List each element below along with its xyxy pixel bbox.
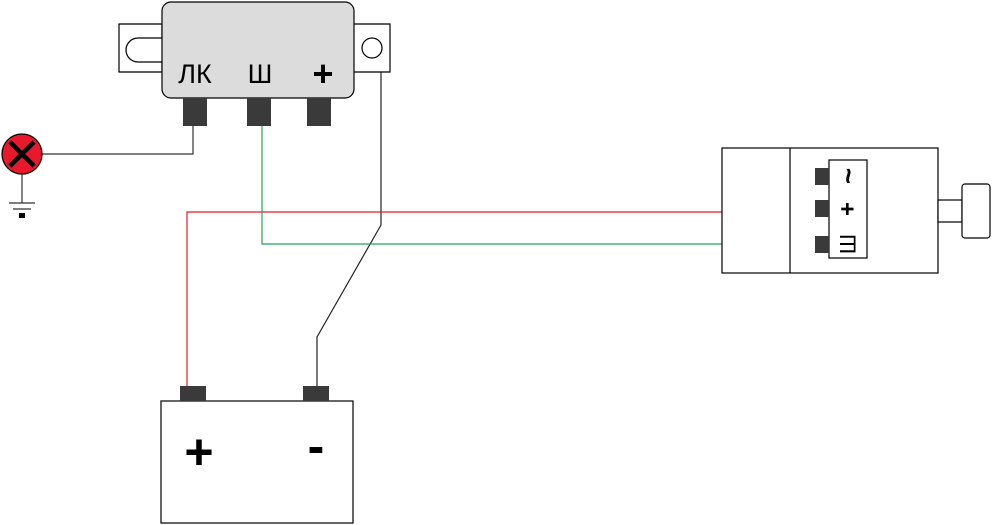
generator-pulley <box>961 183 991 239</box>
generator-shaft <box>937 199 963 223</box>
regulator-label-lk: ЛК <box>178 59 212 89</box>
voltage-regulator: ЛК Ш + <box>118 1 391 126</box>
battery-label-minus: - <box>308 418 325 474</box>
regulator-mount-hole <box>361 37 383 59</box>
ground-bar-3 <box>19 213 25 218</box>
regulator-terminal-plus[interactable] <box>307 98 331 126</box>
regulator-terminal-lk[interactable] <box>183 98 207 126</box>
generator-terminal-block <box>828 159 868 259</box>
regulator-label-sh: Ш <box>248 59 273 89</box>
regulator-label-plus: + <box>312 53 333 94</box>
battery-label-plus: + <box>184 424 213 480</box>
battery-terminal-minus[interactable] <box>303 386 329 401</box>
battery-body <box>160 400 354 524</box>
wire-field-regulator-to-generator <box>261 126 815 245</box>
battery: + - <box>160 386 354 524</box>
battery-terminal-plus[interactable] <box>180 386 206 401</box>
regulator-terminal-sh[interactable] <box>247 98 271 126</box>
generator-label-ac: ~ <box>833 168 864 184</box>
generator-terminal-plus[interactable] <box>815 200 829 217</box>
wire-regulator-ground-to-battery-minus <box>316 63 382 388</box>
indicator-lamp-icon <box>1 133 43 175</box>
generator-label-sh: Ш <box>836 234 861 254</box>
generator-label-plus: + <box>835 202 862 216</box>
generator: ~ + Ш <box>721 147 991 274</box>
regulator-left-mount-tab <box>118 23 163 73</box>
wire-battery-plus-to-generator-plus <box>186 211 815 388</box>
generator-terminal-ac[interactable] <box>815 168 829 185</box>
generator-terminal-sh[interactable] <box>815 236 829 253</box>
lamp-cross-2 <box>8 140 36 168</box>
wire-lamp-to-lk <box>42 126 194 155</box>
ground-icon <box>9 174 35 218</box>
